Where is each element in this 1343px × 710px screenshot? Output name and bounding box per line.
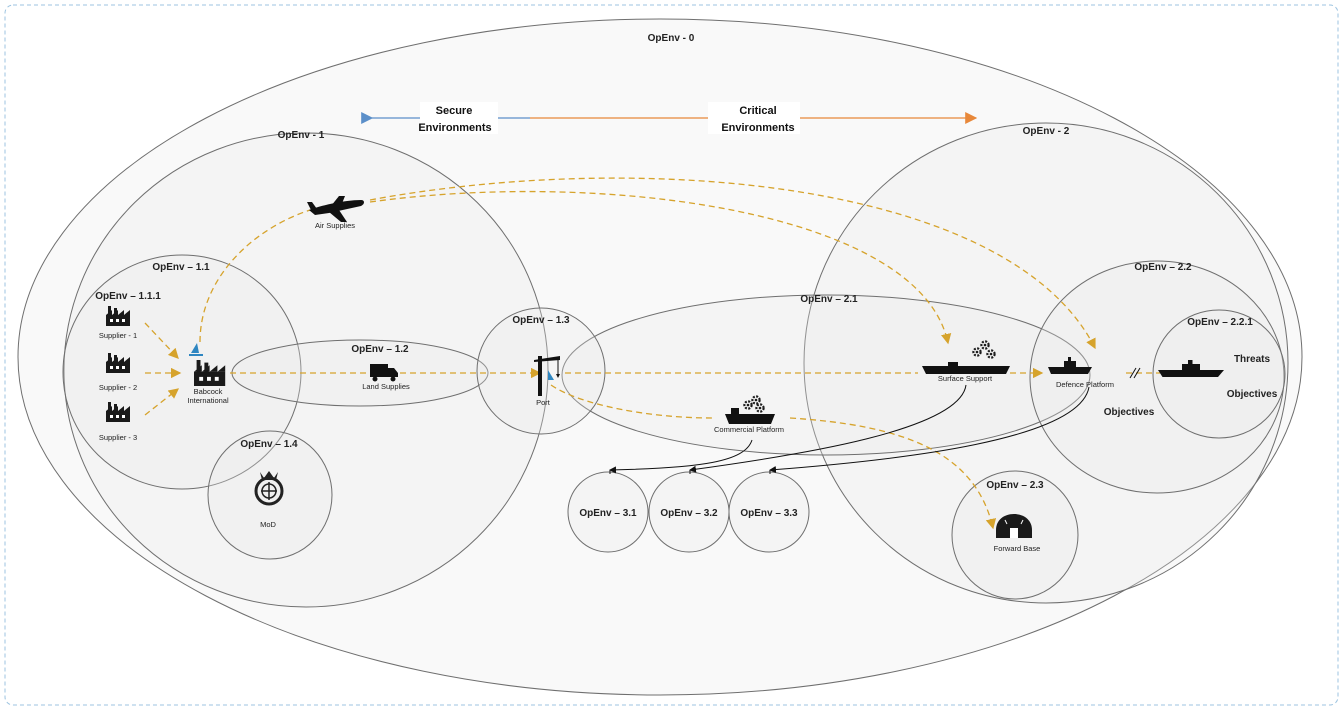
link-commercial-3-1 — [609, 439, 753, 474]
link-defence-3-3 — [769, 386, 1090, 474]
port-label: Port — [536, 398, 551, 407]
air-supplies-label: Air Supplies — [315, 221, 355, 230]
threats-label: Threats — [1234, 354, 1271, 365]
openv-3-3-ellipse[interactable] — [728, 471, 810, 553]
openv-3-3-label: OpEnv – 3.3 — [740, 508, 798, 519]
forward-base-label: Forward Base — [994, 544, 1041, 553]
openv-2-2-1-label: OpEnv – 2.2.1 — [1187, 317, 1253, 328]
openv-3-1-ellipse[interactable] — [567, 471, 649, 553]
flow-air-defence — [369, 177, 1096, 350]
critical-label-1: Critical — [739, 105, 776, 117]
openv-1-1-1-label: OpEnv – 1.1.1 — [95, 291, 161, 302]
commercial-platform-label: Commercial Platform — [714, 425, 784, 434]
supplier-2-label: Supplier - 2 — [99, 383, 137, 392]
openv-1-2-label: OpEnv – 1.2 — [351, 344, 409, 355]
flow-babcock-air — [199, 209, 311, 343]
flow-commercial-forward — [789, 417, 997, 530]
openv-1-1-label: OpEnv – 1.1 — [152, 262, 210, 273]
crane-icon[interactable] — [534, 356, 560, 396]
openv-2-ellipse[interactable] — [803, 122, 1289, 604]
flow-port-commercial — [550, 384, 713, 419]
openv-2-label: OpEnv - 2 — [1023, 126, 1070, 137]
surface-support-label: Surface Support — [938, 374, 993, 383]
land-supplies-label: Land Supplies — [362, 382, 410, 391]
supplier-3-label: Supplier - 3 — [99, 433, 137, 442]
commercial-ship-icon[interactable] — [725, 408, 775, 424]
openv-1-3-label: OpEnv – 1.3 — [512, 315, 570, 326]
objectives-outer-label: Objectives — [1104, 407, 1155, 418]
openv-2-2-label: OpEnv – 2.2 — [1134, 262, 1192, 273]
openv-2-2-ellipse[interactable] — [1029, 260, 1285, 494]
babcock-logo-icon — [189, 343, 203, 356]
defence-platform-label: Defence Platform — [1056, 380, 1114, 389]
flow-supplier1-babcock — [144, 322, 179, 359]
flow-supplier3-babcock — [144, 388, 180, 416]
openv-1-4-ellipse[interactable] — [207, 430, 333, 560]
secure-label-2: Environments — [418, 122, 491, 134]
openv-2-1-label: OpEnv – 2.1 — [800, 294, 858, 305]
babcock-label-1: Babcock — [194, 387, 223, 396]
mod-label: MoD — [260, 520, 276, 529]
outer-frame — [4, 4, 1339, 706]
openv-1-label: OpEnv - 1 — [278, 130, 325, 141]
openv-2-1-ellipse[interactable] — [561, 294, 1091, 456]
bunker-icon[interactable] — [996, 514, 1032, 538]
critical-label-2: Environments — [721, 122, 794, 134]
surface-ship-icon[interactable] — [922, 362, 1010, 374]
babcock-label-2: International — [187, 396, 229, 405]
openv-0-ellipse[interactable] — [17, 18, 1303, 696]
objectives-inner-label: Objectives — [1227, 389, 1278, 400]
supplier-1-label: Supplier - 1 — [99, 331, 137, 340]
openv-1-4-label: OpEnv – 1.4 — [240, 439, 298, 450]
flow-air-surface — [369, 190, 952, 345]
airplane-icon[interactable] — [307, 196, 364, 222]
truck-icon[interactable] — [370, 364, 398, 382]
crest-icon[interactable] — [254, 471, 284, 506]
secure-label-1: Secure — [436, 105, 473, 117]
openv-0-label: OpEnv - 0 — [648, 33, 695, 44]
link-surface-3-2 — [689, 384, 967, 473]
openv-3-1-label: OpEnv – 3.1 — [579, 508, 637, 519]
openv-3-2-label: OpEnv – 3.2 — [660, 508, 718, 519]
openv-2-3-label: OpEnv – 2.3 — [986, 480, 1044, 491]
